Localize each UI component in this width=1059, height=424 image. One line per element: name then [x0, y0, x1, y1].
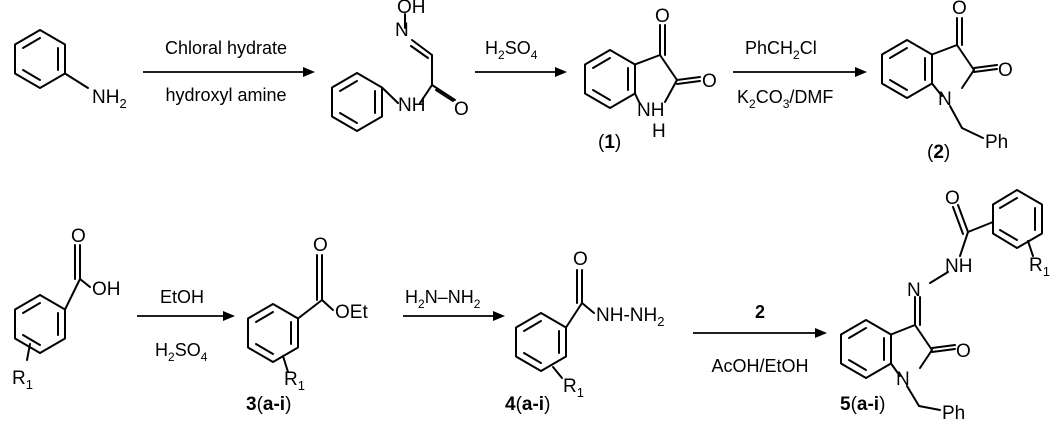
benzoic-acid-structure: O OH R1: [12, 226, 121, 392]
ester-o-label: O: [313, 235, 328, 256]
product-r1-label: R1: [1029, 255, 1050, 279]
reaction-arrow-3: PhCH2Cl K2CO3/DMF: [733, 38, 867, 111]
reaction-arrow-5: H2N–NH2: [403, 287, 505, 321]
benzylisatin-o2-label: O: [998, 60, 1013, 81]
compound-1-label: (1): [598, 132, 621, 153]
reagent-h2so4-2: H2SO4: [155, 340, 208, 364]
isatin-o2-label: O: [702, 71, 717, 92]
reagent-etoh: EtOH: [160, 287, 204, 307]
product-ph-label: Ph: [942, 403, 965, 424]
oxime-oh-label: OH: [397, 0, 426, 18]
oxime-n-label: N: [395, 20, 409, 41]
benzylisatin-ph-label: Ph: [985, 132, 1008, 153]
ethyl-benzoate-structure: O OEt R1 3(a-i): [246, 235, 368, 415]
benzohydrazide-structure: O NH-NH2 R1 4(a-i): [505, 249, 664, 415]
isatin-h-label: H: [652, 121, 666, 142]
acid-r1-label: R1: [12, 368, 33, 392]
reaction-arrow-1: Chloral hydrate hydroxyl amine: [143, 38, 315, 105]
product-hydrazone-structure: O N NH R1 O N Ph 5(a-i): [840, 188, 1050, 424]
reagent-compound-2: 2: [755, 302, 765, 322]
benzylisatin-o1-label: O: [952, 0, 967, 19]
reagent-acoh-etoh: AcOH/EtOH: [711, 356, 808, 376]
isonitrosoacetanilide-structure: N OH NH O: [331, 0, 469, 132]
compound-3-label: 3(a-i): [246, 394, 291, 415]
reagent-h2so4-1: H2SO4: [485, 38, 538, 62]
compound-5-label: 5(a-i): [840, 394, 885, 415]
product-ring-n-label: N: [896, 369, 910, 390]
hydrazide-nhnh2-label: NH-NH2: [596, 305, 664, 329]
amide-nh-label: NH: [398, 95, 425, 116]
compound-2-label: (2): [927, 142, 950, 163]
reagent-hydroxyl-amine: hydroxyl amine: [165, 85, 286, 105]
isatin-structure: O O NH H (1): [584, 6, 717, 153]
product-imine-n-label: N: [907, 280, 921, 301]
reaction-arrow-6: 2 AcOH/EtOH: [693, 302, 827, 376]
acid-oh-label: OH: [92, 279, 121, 300]
reagent-hydrazine: H2N–NH2: [405, 287, 481, 311]
aniline-nh2-label: NH2: [92, 87, 127, 111]
compound-4-label: 4(a-i): [505, 394, 550, 415]
reaction-arrow-4: EtOH H2SO4: [137, 287, 235, 364]
hydrazide-r1-label: R1: [563, 376, 584, 400]
ester-r1-label: R1: [284, 369, 305, 393]
product-amide-o-label: O: [945, 188, 960, 209]
product-ring-o-label: O: [956, 341, 971, 362]
hydrazide-o-label: O: [573, 249, 588, 270]
aniline-structure: NH2: [14, 29, 127, 111]
amide-o-label: O: [454, 99, 469, 120]
benzylisatin-n-label: N: [938, 89, 952, 110]
reagent-k2co3-dmf: K2CO3/DMF: [737, 87, 833, 111]
reagent-benzyl-chloride: PhCH2Cl: [745, 38, 817, 62]
isatin-nh-label: NH: [637, 100, 664, 121]
acid-o-label: O: [71, 226, 86, 247]
isatin-o1-label: O: [655, 6, 670, 27]
reagent-chloral-hydrate: Chloral hydrate: [165, 38, 287, 58]
n-benzylisatin-structure: O O N Ph (2): [881, 0, 1013, 163]
ester-oet-label: OEt: [335, 302, 368, 323]
product-nh-label: NH: [945, 256, 972, 277]
reaction-arrow-2: H2SO4: [475, 38, 567, 77]
